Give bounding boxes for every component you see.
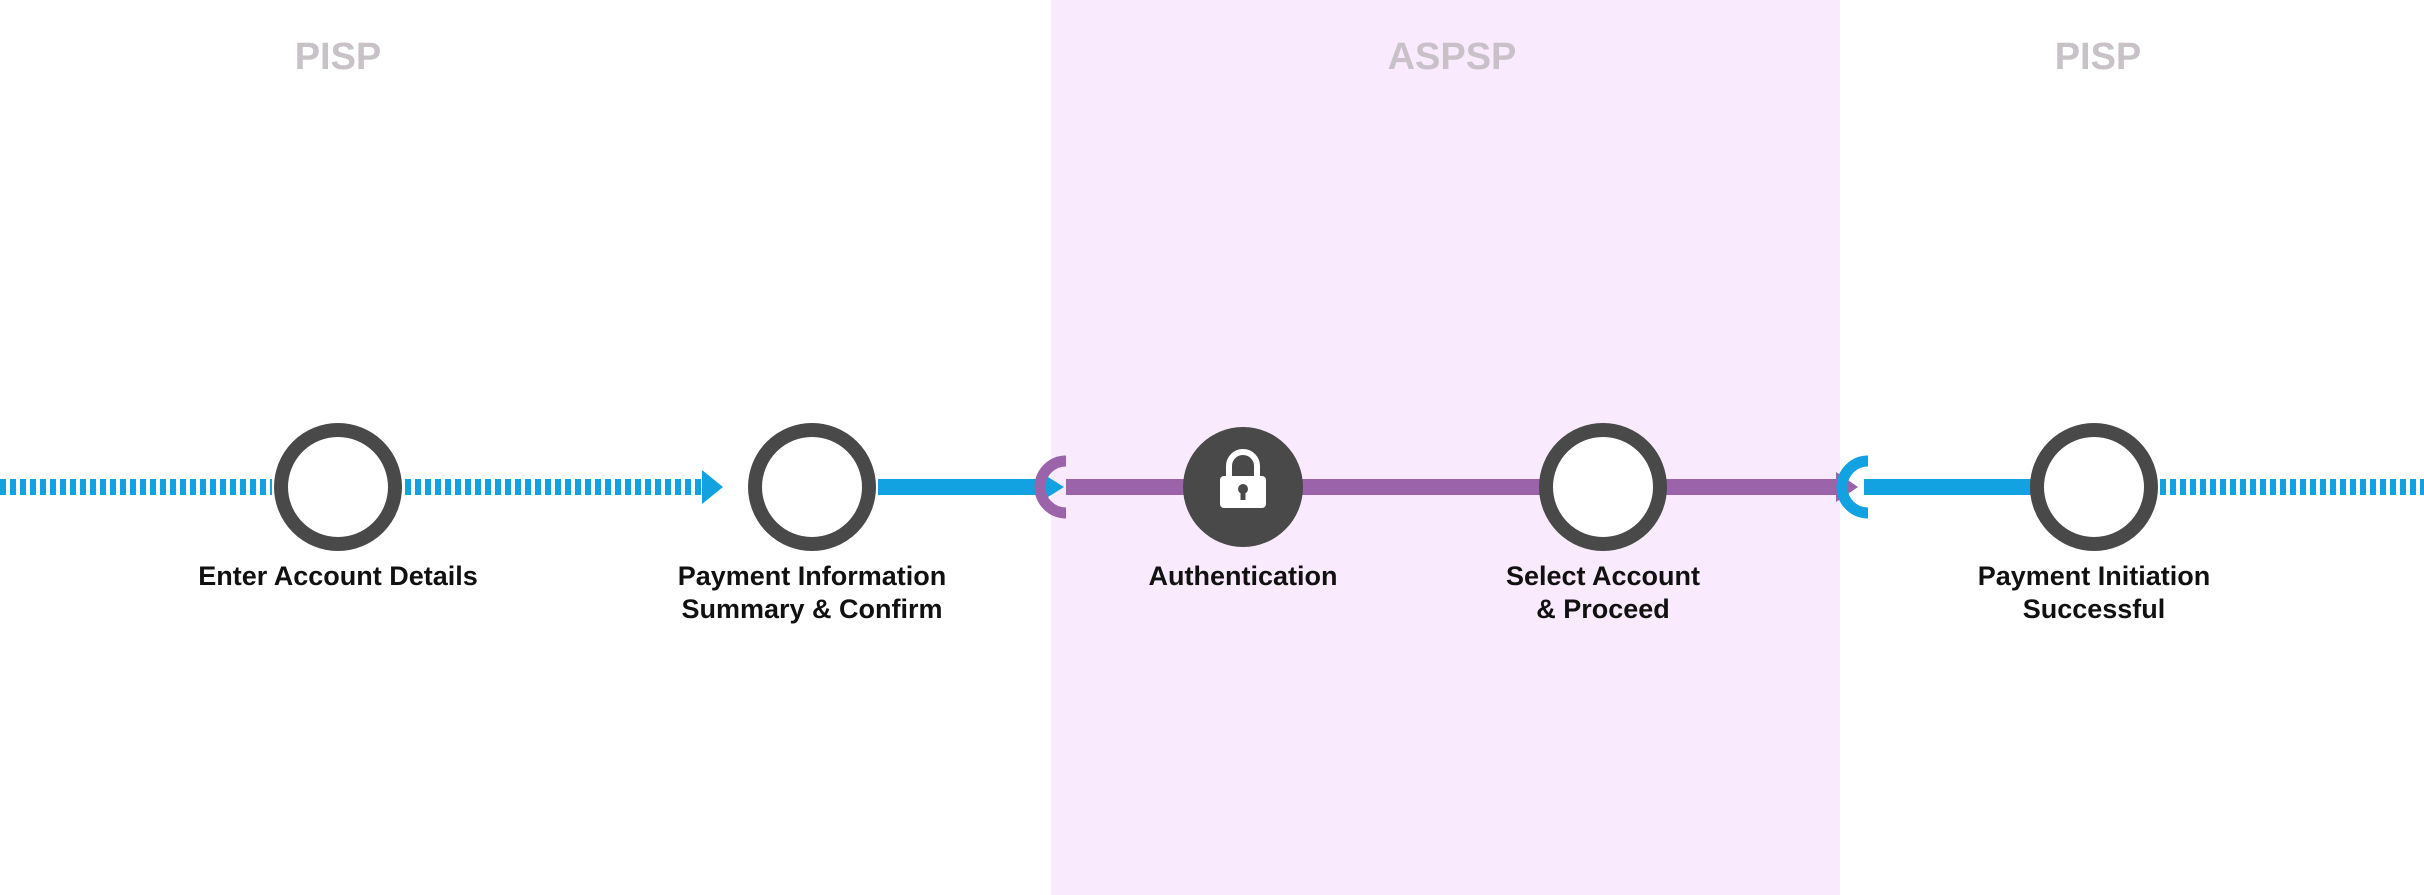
zone-label-pisp-left: PISP: [294, 36, 382, 78]
handoff-ring-pisp-return: [1836, 455, 1869, 519]
step-label-payment-information: Payment Information Summary & Confirm: [677, 561, 947, 624]
step-label-payment-initiation: Payment Initiation Successful: [1977, 561, 2211, 624]
step-label-enter-account-details: Enter Account Details: [198, 561, 478, 591]
zone-label-aspsp: ASPSP: [1387, 36, 1517, 78]
lock-icon: [1183, 427, 1303, 547]
aspsp-zone-background: [1051, 0, 1840, 895]
arrow-head-1-2: [702, 470, 723, 504]
zone-label-pisp-right: PISP: [2054, 36, 2142, 78]
circle-node-icon: [2030, 423, 2158, 551]
step-label-authentication: Authentication: [1148, 561, 1338, 591]
circle-node-icon: [1539, 423, 1667, 551]
circle-node-icon: [274, 423, 402, 551]
step-label-select-account: Select Account & Proceed: [1505, 561, 1701, 624]
circle-node-icon: [748, 423, 876, 551]
handoff-ring-aspsp-entry: [1034, 455, 1067, 519]
